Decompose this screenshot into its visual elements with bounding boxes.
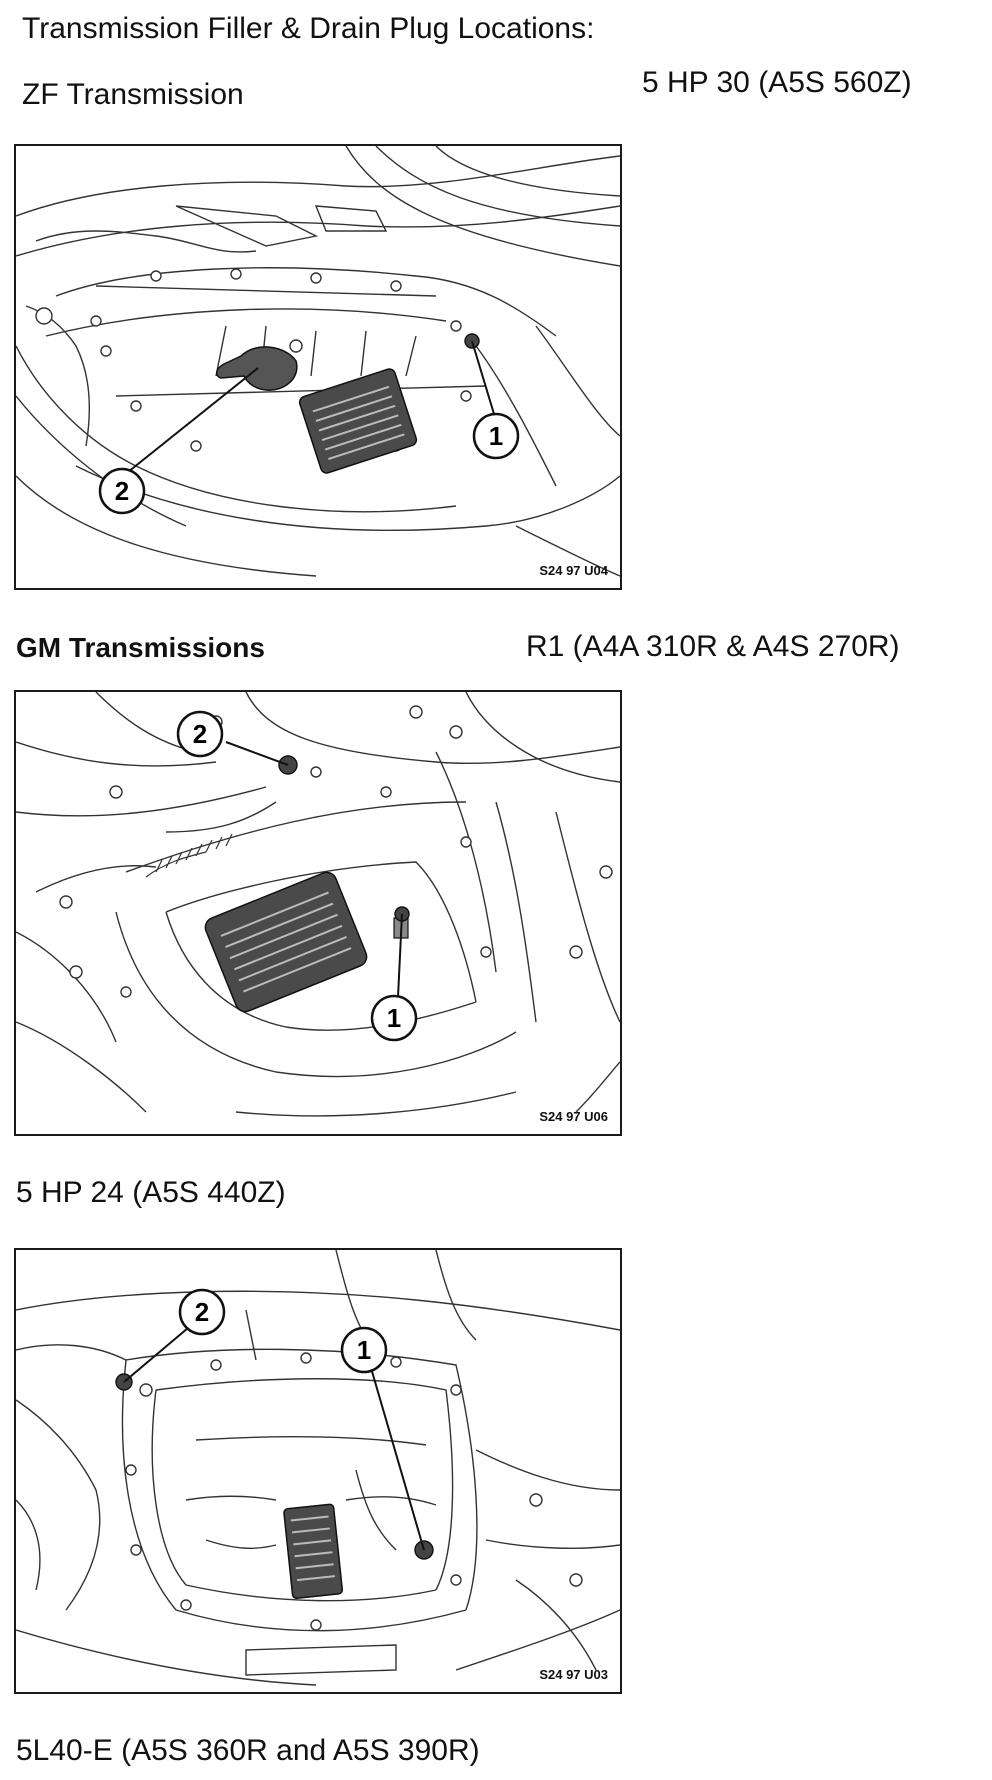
callout-2: 2 [178,1288,226,1336]
figure-zf-5hp30: 1 2 S24 97 U04 [14,144,622,590]
section-model-label: R1 (A4A 310R & A4S 270R) [526,630,900,663]
svg-text:1: 1 [357,1335,371,1365]
section-group-label: GM Transmissions [16,632,265,663]
section-group-label: ZF Transmission [22,78,244,111]
warning-label-plate [298,368,418,474]
warning-label-plate [204,871,368,1013]
transmission-illustration: 2 1 [16,1250,620,1686]
callout-1: 1 [370,994,418,1042]
figure-code: S24 97 U06 [539,1109,608,1124]
figure-zf-5hp24: 2 1 S24 97 U03 [14,1248,622,1694]
svg-text:2: 2 [115,476,129,506]
page-heading: Transmission Filler & Drain Plug Locatio… [22,12,595,45]
callout-2: 2 [176,710,224,758]
section-model-label: 5L40-E (A5S 360R and A5S 390R) [16,1734,480,1767]
callout-1: 1 [472,412,520,460]
section-model-label: 5 HP 30 (A5S 560Z) [642,66,912,99]
warning-label-plate [283,1503,344,1600]
svg-text:1: 1 [387,1003,401,1033]
transmission-illustration: 2 1 [16,692,620,1117]
figure-code: S24 97 U04 [539,563,608,578]
transmission-illustration: 1 2 [16,146,620,577]
svg-text:2: 2 [193,719,207,749]
section-model-label: 5 HP 24 (A5S 440Z) [16,1176,286,1209]
svg-text:2: 2 [195,1297,209,1327]
svg-text:1: 1 [489,421,503,451]
figure-gm-r1: 2 1 S24 97 U06 [14,690,622,1136]
callout-2: 2 [98,467,146,515]
figure-code: S24 97 U03 [539,1667,608,1682]
callout-1: 1 [340,1326,388,1374]
